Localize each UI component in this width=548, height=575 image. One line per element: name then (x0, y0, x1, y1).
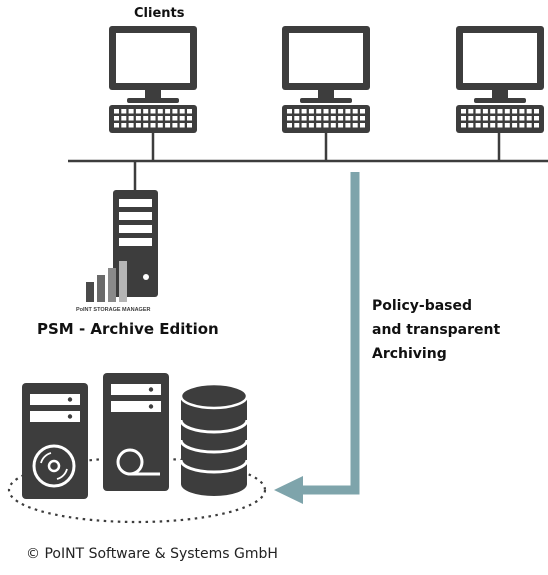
keyboard-icon (109, 105, 197, 133)
network-line (68, 133, 548, 190)
clients-label: Clients (134, 6, 185, 21)
archiving-arrow (274, 172, 360, 504)
monitor-icon (109, 26, 197, 103)
database-icon (179, 382, 249, 496)
tape-drive-icon (103, 373, 169, 491)
monitor-icon (456, 26, 544, 103)
psm-archive-edition-label: PSM - Archive Edition (37, 320, 219, 338)
storage-group (7, 373, 267, 524)
copyright-notice: © PoINT Software & Systems GmbH (26, 546, 278, 562)
disk-drive-icon (22, 383, 88, 499)
logo-text: PoINT STORAGE MANAGER (76, 307, 150, 313)
policy-label-line-2: and transparent (372, 322, 501, 338)
client-1 (109, 26, 197, 133)
client-2 (282, 26, 370, 133)
archiving-policy-label: Policy-based and transparent Archiving (372, 294, 500, 366)
point-storage-manager-logo: PoINT STORAGE MANAGER (76, 261, 150, 313)
storage-boundary (7, 456, 267, 524)
keyboard-icon (282, 105, 370, 133)
client-3 (456, 26, 544, 133)
monitor-icon (282, 26, 370, 103)
policy-label-line-1: Policy-based (372, 298, 473, 314)
policy-label-line-3: Archiving (372, 346, 447, 362)
keyboard-icon (456, 105, 544, 133)
